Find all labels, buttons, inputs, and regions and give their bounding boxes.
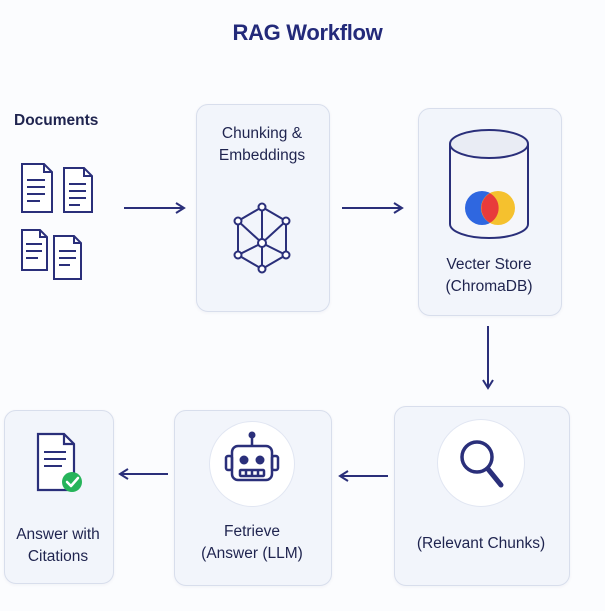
arrow-chunks-to-retrieve: [338, 470, 388, 482]
search-icon: [460, 440, 504, 488]
search-icon-circle: [438, 420, 524, 506]
diagram-title: RAG Workflow: [232, 20, 383, 45]
retrieve-label: Fetrieve (Answer (LLM): [201, 523, 303, 562]
answer-label: Answer with Citations: [16, 526, 100, 565]
arrow-retrieve-to-answer: [118, 468, 168, 480]
document-check-icon: [36, 432, 82, 492]
chunking-label: Chunking & Embeddings: [218, 125, 306, 164]
vector-store-label: Vecter Store (ChromaDB): [445, 256, 533, 295]
arrow-documents-to-chunking: [124, 202, 186, 214]
documents-label: Documents: [14, 112, 99, 129]
document-stack-icon: [21, 163, 93, 280]
robot-icon: [224, 431, 280, 482]
arrow-chunking-to-vector-store: [342, 202, 404, 214]
relevant-chunks-label: (Relevant Chunks): [416, 535, 546, 552]
database-icon: [449, 129, 529, 239]
arrow-vector-store-to-chunks: [482, 326, 494, 390]
network-icon: [233, 202, 291, 274]
